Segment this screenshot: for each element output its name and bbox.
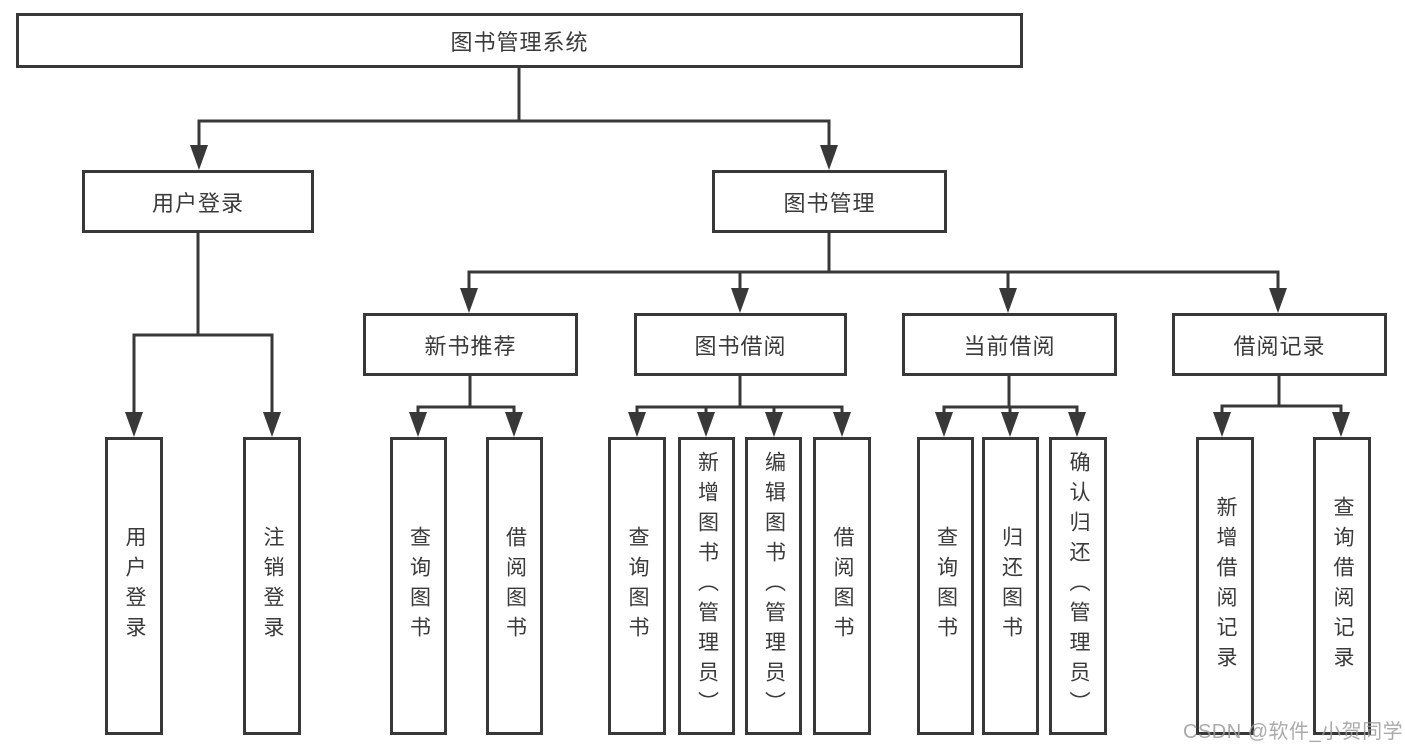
arrowhead-icon — [765, 412, 783, 437]
connector-book-borrowing-children — [635, 376, 844, 417]
leaf-records-query-record: 查询借阅记录 — [1313, 437, 1371, 735]
connector-current-borrowing-children — [942, 376, 1079, 417]
leaf-borrowing-query-books: 查询图书 — [608, 437, 666, 735]
leaf-current-confirm-return-admin: 确认归还（管理员） — [1049, 437, 1107, 735]
connector-borrowing-records-children — [1220, 376, 1343, 417]
leaf-borrowing-add-books-admin: 新增图书（管理员） — [678, 437, 735, 735]
arrowhead-icon — [731, 288, 749, 313]
arrowhead-icon — [409, 412, 427, 437]
arrowhead-icon — [460, 288, 478, 313]
leaf-borrowing-edit-books-admin: 编辑图书（管理员） — [745, 437, 802, 735]
arrowheads — [125, 145, 1350, 437]
node-library-system: 图书管理系统 — [16, 13, 1023, 68]
connector-user-login-children — [132, 233, 274, 417]
arrowhead-icon — [125, 412, 143, 437]
watermark-text: CSDN @软件_小贺同学 — [1183, 721, 1404, 743]
connector-new-book-recommend-children — [416, 376, 516, 417]
leaf-borrowing-borrow-books: 借阅图书 — [813, 437, 871, 735]
node-new-book-recommend: 新书推荐 — [363, 313, 578, 376]
arrowhead-icon — [1269, 288, 1287, 313]
leaf-current-return-books: 归还图书 — [982, 437, 1039, 735]
node-current-borrowing: 当前借阅 — [902, 313, 1117, 376]
arrowhead-icon — [628, 412, 646, 437]
node-user-login: 用户登录 — [82, 170, 314, 233]
node-book-borrowing: 图书借阅 — [634, 313, 847, 376]
arrowhead-icon — [1332, 412, 1350, 437]
arrowhead-icon — [1213, 412, 1231, 437]
connector-book-management-children — [467, 233, 1280, 293]
leaf-user-login: 用户登录 — [105, 437, 163, 735]
arrowhead-icon — [833, 412, 851, 437]
leaf-logout: 注销登录 — [243, 437, 301, 735]
leaf-recommend-query-books: 查询图书 — [390, 437, 447, 735]
leaf-recommend-borrow-books: 借阅图书 — [486, 437, 543, 735]
arrowhead-icon — [697, 412, 715, 437]
connector-root-to-level1 — [197, 68, 831, 150]
arrowhead-icon — [820, 145, 838, 170]
arrowhead-icon — [505, 412, 523, 437]
arrowhead-icon — [263, 412, 281, 437]
node-book-management: 图书管理 — [712, 170, 947, 233]
leaf-records-add-record: 新增借阅记录 — [1196, 437, 1254, 735]
arrowhead-icon — [190, 145, 208, 170]
arrowhead-icon — [1001, 412, 1019, 437]
arrowhead-icon — [999, 288, 1017, 313]
arrowhead-icon — [935, 412, 953, 437]
node-borrowing-records: 借阅记录 — [1172, 313, 1387, 376]
leaf-current-query-books: 查询图书 — [917, 437, 974, 735]
arrowhead-icon — [1068, 412, 1086, 437]
